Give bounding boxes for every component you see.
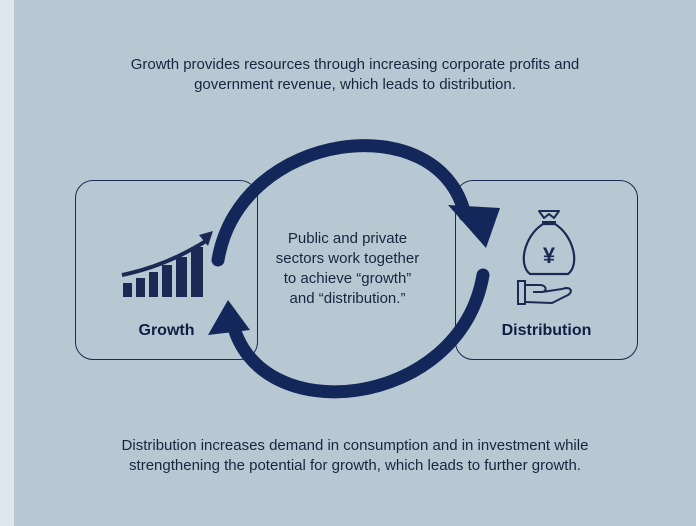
svg-text:¥: ¥ bbox=[543, 243, 556, 268]
top-caption: Growth provides resources through increa… bbox=[130, 56, 580, 93]
distribution-label: Distribution bbox=[501, 322, 592, 339]
growth-label: Growth bbox=[138, 322, 195, 339]
growth-chart-icon bbox=[121, 231, 213, 297]
top-cycle-arrow bbox=[211, 139, 500, 267]
yen-bag-hand-icon: ¥ bbox=[517, 210, 576, 305]
left-border-strip bbox=[0, 0, 14, 526]
bottom-cycle-arrow bbox=[208, 268, 490, 399]
bottom-caption: Distribution increases demand in consump… bbox=[121, 437, 589, 474]
center-text: Public and private sectors work together… bbox=[275, 230, 420, 307]
